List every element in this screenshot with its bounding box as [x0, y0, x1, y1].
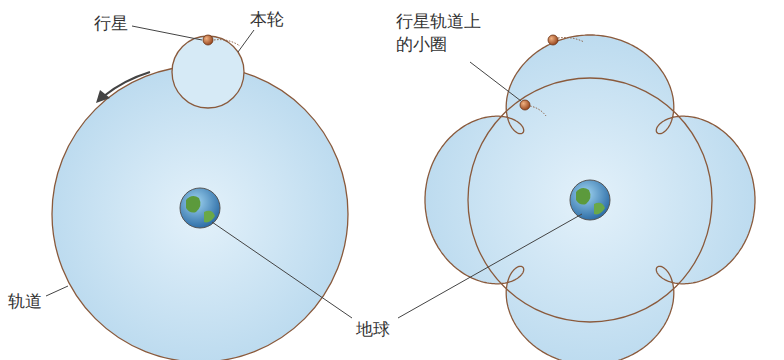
earth-right [570, 180, 610, 220]
direction-arrowhead [96, 90, 110, 103]
leader-line [398, 214, 582, 318]
planet [520, 100, 530, 110]
leader-line [132, 26, 202, 40]
leader-line [46, 286, 68, 296]
epicycle-circle [172, 36, 244, 108]
callout-label: 行星轨道上 的小圈 [396, 10, 488, 56]
callout-label: 行星 [94, 12, 128, 35]
direction-arrow [104, 72, 150, 96]
earth-left [180, 188, 220, 228]
planet-trail [214, 40, 240, 46]
callout-label: 本轮 [250, 8, 284, 31]
planet-trail [558, 38, 584, 43]
leader-line [238, 30, 254, 52]
leader-line [212, 222, 352, 318]
callout-label: 地球 [356, 318, 390, 341]
deferent-orbit [52, 66, 348, 360]
planet [203, 35, 213, 45]
epicycle-path [425, 35, 755, 360]
deferent-circle [468, 78, 712, 322]
callout-label: 轨道 [8, 290, 42, 313]
leader-line [470, 62, 521, 101]
planet [548, 35, 558, 45]
planet-trail [530, 106, 546, 116]
